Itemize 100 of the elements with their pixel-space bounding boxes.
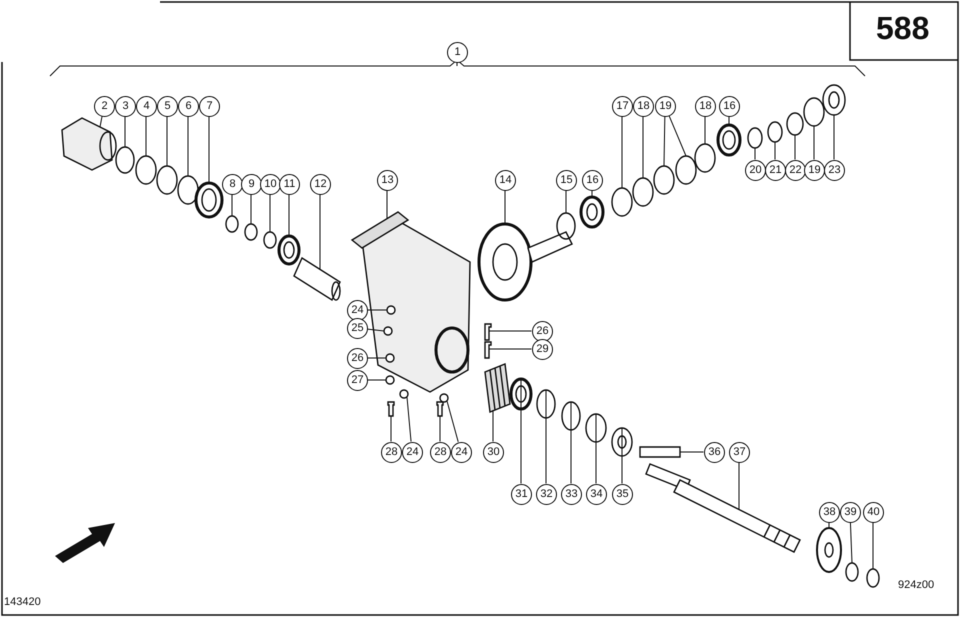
callout-number: 25 (347, 318, 368, 339)
callout-number: 20 (745, 160, 766, 181)
washer (386, 305, 396, 315)
callout-number: 9 (241, 174, 262, 195)
ring (536, 389, 556, 419)
callout-number: 19 (804, 160, 825, 181)
callout-number: 15 (556, 170, 577, 191)
callout-number: 26 (347, 348, 368, 369)
ring (747, 127, 763, 149)
callout-number: 12 (310, 174, 331, 195)
callout-number: 29 (532, 339, 553, 360)
figure-code: 924z00 (898, 580, 934, 591)
bearing (194, 182, 224, 218)
callout-number: 1 (447, 42, 468, 63)
leader-line (794, 134, 796, 160)
leader-line (366, 328, 384, 332)
bolt (484, 323, 492, 341)
callout-number: 2 (94, 96, 115, 117)
callout-number: 28 (430, 442, 451, 463)
hub (61, 117, 117, 171)
leader-line (642, 116, 644, 178)
callout-number: 34 (586, 484, 607, 505)
callout-number: 35 (612, 484, 633, 505)
washer (385, 353, 395, 363)
callout-number: 30 (483, 442, 504, 463)
bearing (580, 196, 604, 228)
leader-line (774, 142, 776, 160)
leader-line (664, 116, 666, 166)
callout-number: 21 (765, 160, 786, 181)
key (639, 446, 681, 458)
sleeve (293, 256, 341, 302)
snap-ring (135, 155, 157, 185)
pinion-gear (484, 363, 511, 413)
callout-number: 10 (260, 174, 281, 195)
leader-line (390, 416, 392, 442)
callout-number: 28 (381, 442, 402, 463)
leader-line (872, 522, 874, 570)
leader-line (288, 194, 290, 236)
o-ring (225, 215, 239, 233)
callout-number: 38 (819, 502, 840, 523)
snap-ring (786, 112, 804, 136)
washer (439, 393, 449, 403)
ring (767, 121, 783, 143)
ring (177, 175, 199, 205)
washer (611, 427, 633, 457)
callout-number: 8 (222, 174, 243, 195)
snap-ring (585, 413, 607, 443)
callout-number: 33 (561, 484, 582, 505)
ring (156, 165, 178, 195)
leader-line (570, 402, 572, 484)
bearing (510, 378, 532, 410)
callout-number: 18 (695, 96, 716, 117)
drive-shaft (645, 463, 801, 553)
ring (611, 187, 633, 217)
callout-number: 40 (863, 502, 884, 523)
callout-number: 27 (347, 370, 368, 391)
o-ring (263, 231, 277, 249)
ring (556, 212, 576, 240)
leader-line (166, 116, 168, 166)
plug (383, 326, 393, 336)
leader-line (386, 190, 388, 220)
leader-line (738, 462, 740, 510)
leader-line (488, 348, 532, 350)
bearing (278, 234, 300, 266)
leader-line (520, 378, 522, 484)
leader-line (250, 194, 252, 224)
callout-number: 13 (377, 170, 398, 191)
ring (632, 177, 654, 207)
callout-number: 31 (511, 484, 532, 505)
bolt (484, 341, 492, 359)
ring (561, 401, 581, 431)
callout-number: 7 (199, 96, 220, 117)
callout-number: 24 (451, 442, 472, 463)
nut (866, 568, 880, 588)
callout-number: 23 (824, 160, 845, 181)
ring (845, 562, 859, 582)
bevel-gear (478, 222, 573, 302)
leader-line (124, 116, 126, 148)
leader-line (828, 522, 830, 528)
callout-number: 19 (655, 96, 676, 117)
thrust-washer (822, 84, 846, 116)
plug (385, 375, 395, 385)
leader-line (704, 116, 706, 144)
o-ring (244, 223, 258, 241)
leader-line (100, 116, 103, 128)
bolt (387, 401, 395, 417)
leader-line (504, 190, 506, 224)
callout-number: 17 (612, 96, 633, 117)
callout-number: 3 (115, 96, 136, 117)
washer (115, 146, 135, 174)
callout-number: 37 (729, 442, 750, 463)
leader-line (728, 116, 730, 126)
gearbox-housing (350, 211, 471, 393)
snap-ring (653, 165, 675, 195)
callout-number: 16 (582, 170, 603, 191)
leader-line (492, 410, 494, 442)
callout-number: 5 (157, 96, 178, 117)
callout-number: 24 (347, 300, 368, 321)
leader-line (850, 522, 852, 564)
callout-number: 14 (495, 170, 516, 191)
